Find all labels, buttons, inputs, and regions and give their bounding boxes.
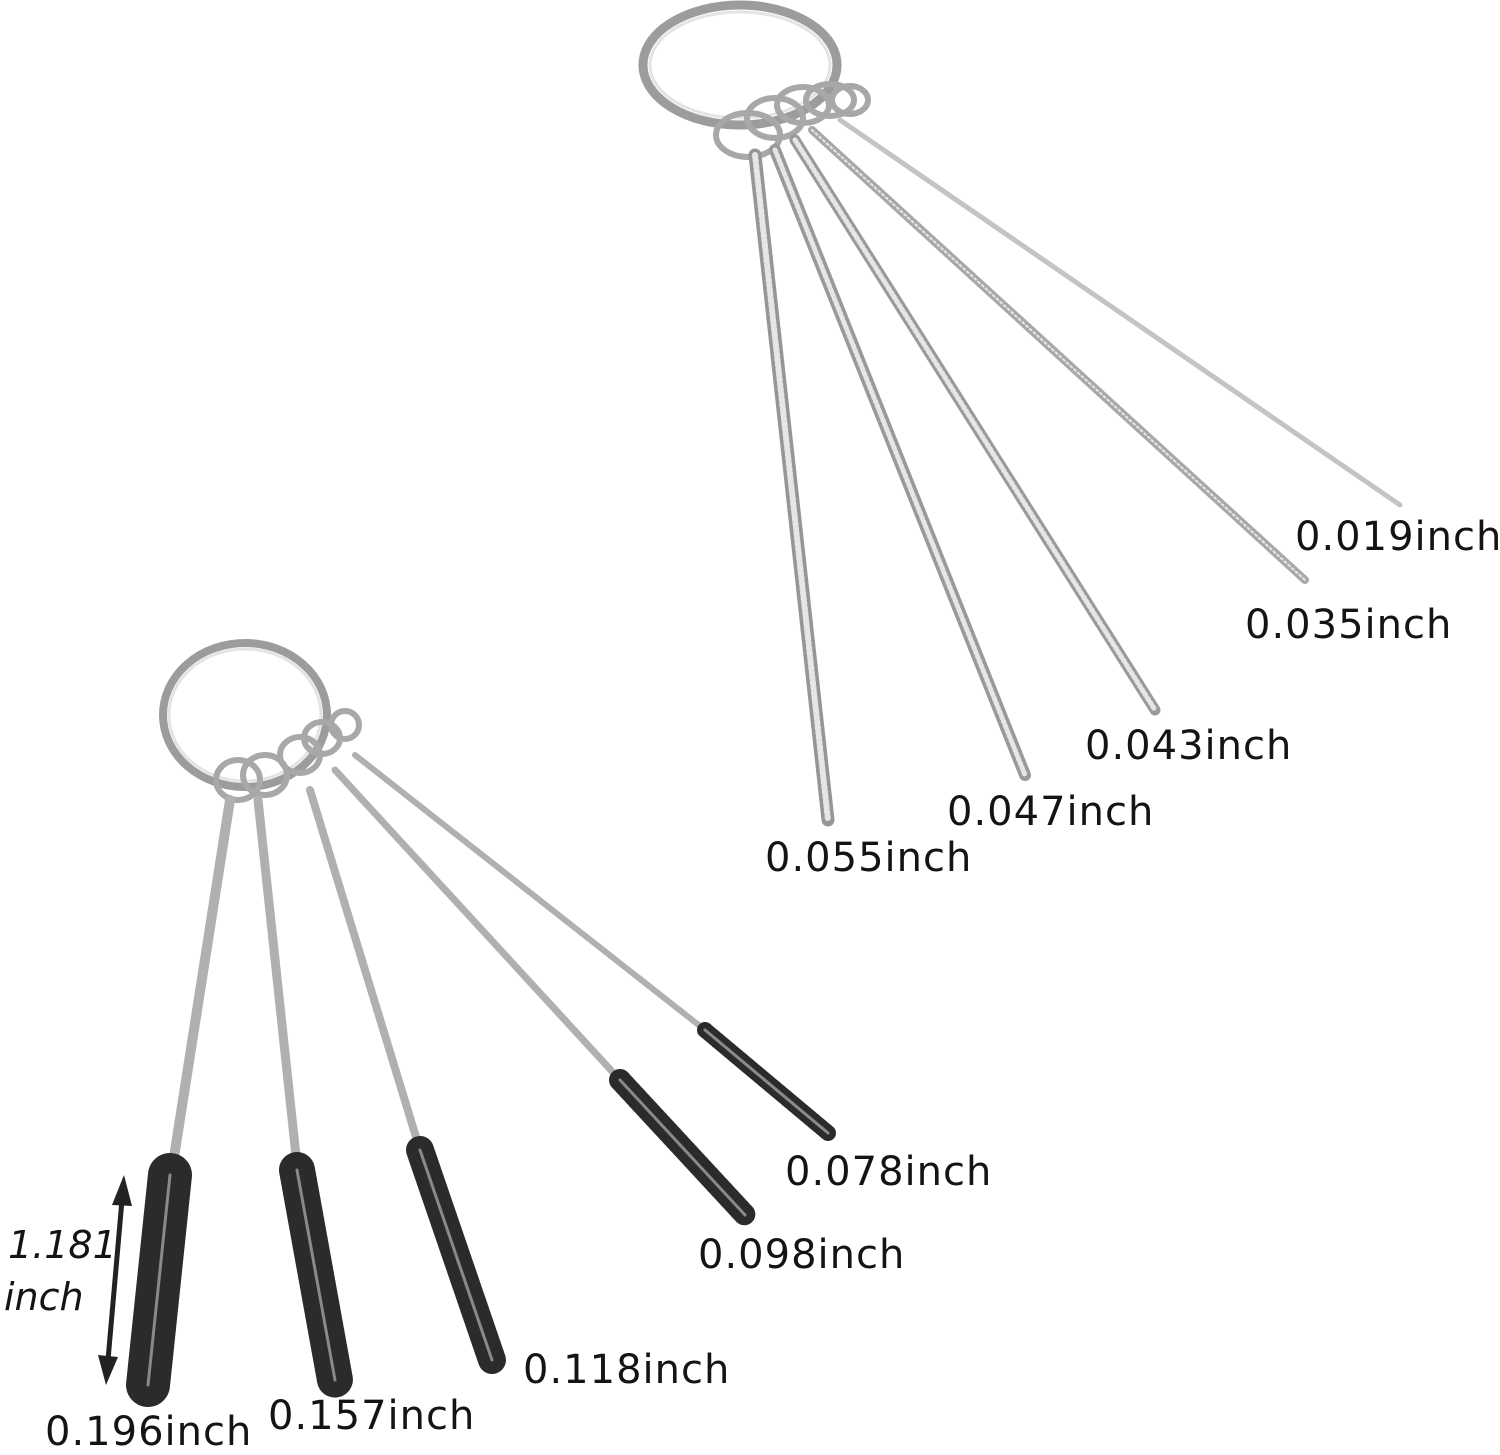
top-brushes [748, 117, 1403, 827]
top-brush-0.043 [789, 134, 1161, 716]
bottom-brush-0.098 [331, 766, 756, 1226]
bottom-brush-0.118 [306, 786, 506, 1374]
label-0.157: 0.157inch [268, 1393, 476, 1439]
label-0.118: 0.118inch [523, 1347, 731, 1393]
bottom-brush-0.078 [352, 752, 836, 1141]
label-0.019: 0.019inch [1295, 514, 1500, 560]
bottom-brush-0.196 [126, 795, 235, 1407]
bottom-brushes [126, 752, 836, 1407]
top-brush-0.047 [769, 144, 1031, 781]
top-keyring [638, 0, 842, 130]
label-0.098: 0.098inch [698, 1232, 906, 1278]
label-0.035: 0.035inch [1245, 602, 1453, 648]
label-0.043: 0.043inch [1085, 723, 1293, 769]
top-brush-0.019 [837, 117, 1403, 508]
label-0.196: 0.196inch [45, 1409, 253, 1455]
top-brush-0.035 [808, 126, 1309, 584]
length-label-unit: inch [4, 1275, 84, 1319]
bottom-small-rings [213, 708, 362, 803]
top-small-rings [713, 81, 871, 160]
label-0.047: 0.047inch [947, 789, 1155, 835]
bottom-brush-0.157 [253, 795, 353, 1398]
length-arrow [98, 1175, 132, 1385]
top-brush-0.055 [748, 148, 835, 827]
length-label-value: 1.181 [8, 1223, 117, 1267]
label-0.078: 0.078inch [785, 1149, 993, 1195]
label-0.055: 0.055inch [765, 835, 973, 881]
